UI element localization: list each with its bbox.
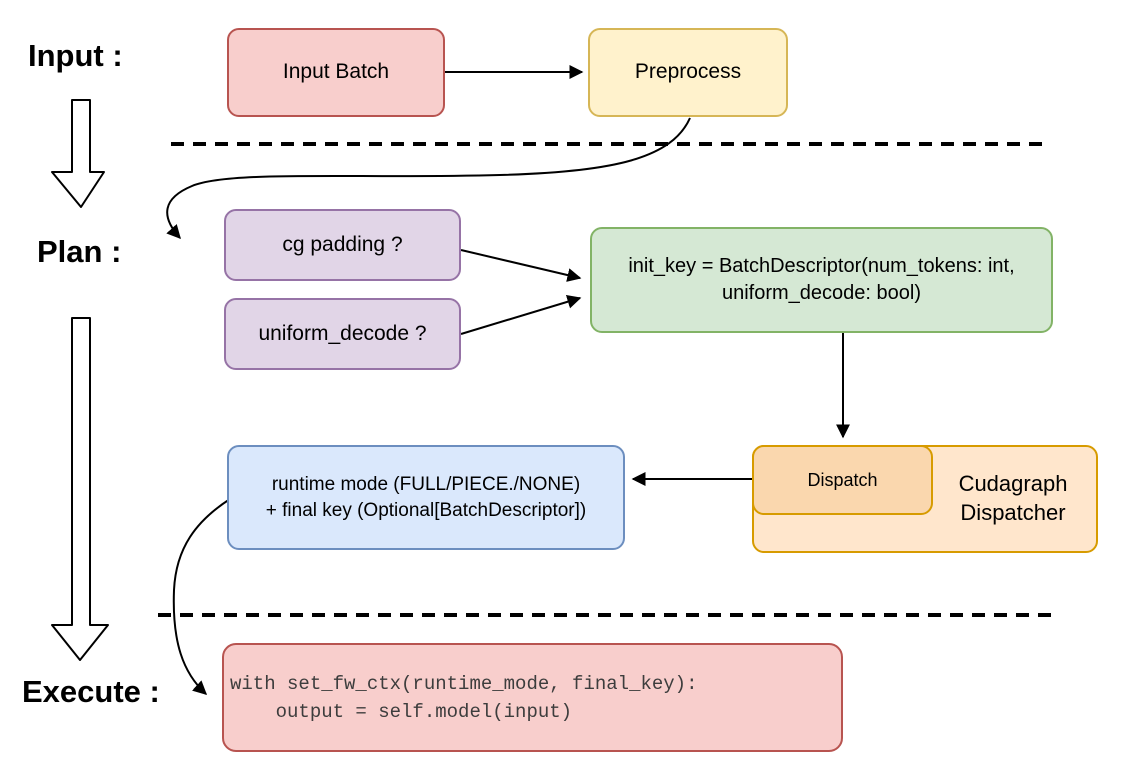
node-input-batch: Input Batch: [227, 28, 445, 117]
node-cg-padding: cg padding ?: [224, 209, 461, 281]
node-uniform-decode: uniform_decode ?: [224, 298, 461, 370]
cudagraph-label-line1: Cudagraph: [958, 471, 1068, 497]
phase-label-execute: Execute :: [22, 674, 160, 709]
node-input-batch-label: Input Batch: [282, 60, 390, 84]
phase-arrow-input-to-plan: [51, 99, 105, 208]
arrow-uniformdecode-to-initkey: [460, 294, 582, 335]
node-init-key: init_key = BatchDescriptor(num_tokens: i…: [590, 227, 1053, 333]
node-runtime-mode-final-key: runtime mode (FULL/PIECE./NONE) + final …: [227, 445, 625, 550]
node-init-key-line2: uniform_decode: bool): [721, 282, 921, 304]
arrow-cgpadding-to-initkey: [460, 249, 582, 282]
node-dispatch: Dispatch: [752, 445, 933, 515]
execute-code-line1: with set_fw_ctx(runtime_mode, final_key)…: [230, 672, 698, 695]
node-preprocess-label: Preprocess: [634, 60, 742, 84]
node-uniform-decode-label: uniform_decode ?: [258, 321, 427, 345]
node-runtime-mode-line2: + final key (Optional[BatchDescriptor]): [265, 499, 587, 521]
cudagraph-label-line2: Dispatcher: [960, 500, 1066, 525]
node-init-key-line1: init_key = BatchDescriptor(num_tokens: i…: [628, 255, 1015, 277]
phase-arrow-plan-to-execute: [51, 317, 109, 661]
node-cudagraph-dispatcher-label: Cudagraph Dispatcher: [933, 445, 1093, 553]
arrow-runtimekey-to-executecode: [172, 498, 231, 695]
arrow-preprocess-to-cgpadding: [166, 117, 691, 240]
phase-label-input: Input :: [28, 38, 123, 73]
node-preprocess: Preprocess: [588, 28, 788, 117]
phase-label-plan: Plan :: [37, 234, 122, 269]
node-cg-padding-label: cg padding ?: [282, 232, 403, 256]
execute-code-line2: output = self.model(input): [230, 700, 573, 723]
node-execute-code: with set_fw_ctx(runtime_mode, final_key)…: [222, 643, 843, 752]
node-dispatch-label: Dispatch: [807, 469, 878, 490]
node-runtime-mode-line1: runtime mode (FULL/PIECE./NONE): [271, 473, 581, 495]
